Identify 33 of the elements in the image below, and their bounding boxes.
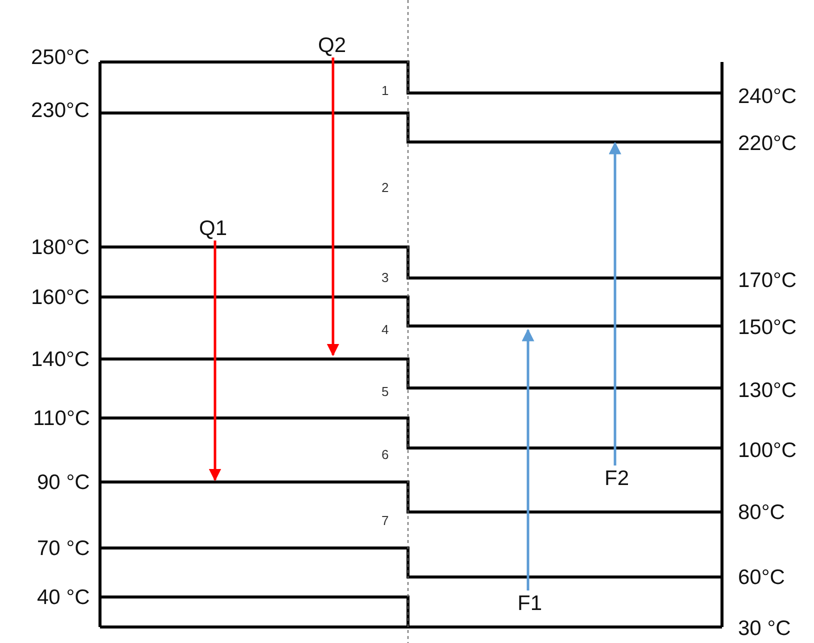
interval-number: 1: [382, 84, 389, 96]
heat-arrow: [208, 240, 222, 482]
temperature-label: 110°C: [33, 408, 90, 428]
stream-label: F2: [604, 468, 630, 488]
temperature-label: 230°C: [31, 100, 90, 120]
temperature-label: 180°C: [31, 236, 90, 258]
heat-arrow: [522, 328, 534, 590]
stream-label: Q1: [199, 218, 228, 238]
temperature-label: 220°C: [738, 132, 797, 154]
interval-number: 4: [382, 322, 389, 336]
temperature-label: 240°C: [738, 86, 797, 106]
stream-label: Q2: [318, 34, 346, 56]
temperature-label: 100°C: [738, 440, 797, 460]
temperature-label: 160°C: [31, 286, 90, 308]
temperature-label: 90 °C: [37, 472, 90, 492]
interval-number: 3: [382, 270, 389, 284]
heat-arrow: [326, 58, 340, 356]
interval-number: 5: [382, 384, 389, 398]
temperature-label: 150°C: [738, 316, 797, 338]
temperature-label: 130°C: [738, 380, 797, 400]
temperature-label: 30 °C: [738, 618, 791, 638]
temperature-label: 60°C: [738, 566, 785, 588]
interval-number: 6: [382, 448, 389, 460]
temperature-label: 170°C: [738, 270, 797, 290]
temperature-label: 70 °C: [37, 538, 90, 558]
stream-label: F1: [518, 592, 542, 614]
temperature-label: 140°C: [31, 348, 90, 370]
temperature-label: 250°C: [31, 46, 90, 68]
interval-number: 7: [382, 514, 389, 526]
heat-arrow: [608, 142, 622, 466]
temperature-label: 80°C: [738, 502, 785, 522]
interval-number: 2: [382, 180, 389, 194]
temperature-label: 40 °C: [37, 586, 90, 608]
